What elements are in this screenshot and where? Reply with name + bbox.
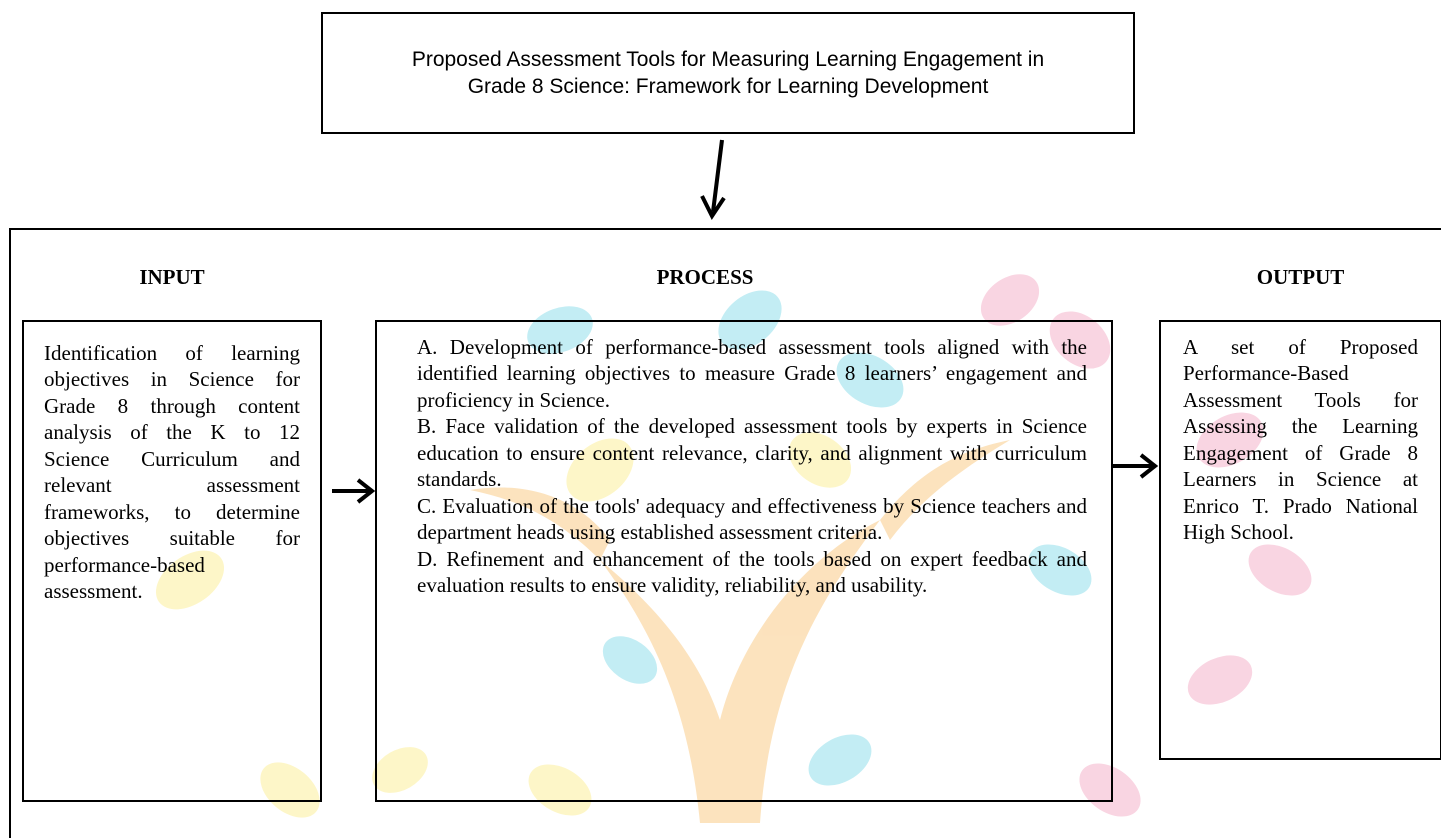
diagram-title: Proposed Assessment Tools for Measuring … <box>411 47 1045 98</box>
input-to-process-arrow <box>332 478 376 504</box>
output-heading: OUTPUT <box>1256 265 1345 289</box>
process-box: A. Development of performance-based asse… <box>375 320 1113 802</box>
watermark-leaf <box>260 762 320 818</box>
watermark-branch <box>880 440 1010 540</box>
watermark-branch <box>470 487 610 560</box>
watermark-leaf <box>1049 311 1111 369</box>
watermark-leaf <box>980 274 1040 326</box>
watermark-leaf <box>1079 763 1141 817</box>
watermark-leaf <box>372 747 428 793</box>
down-arrow <box>700 139 726 220</box>
input-heading: INPUT <box>139 265 205 289</box>
input-box: Identification of learning objectives in… <box>22 320 322 802</box>
watermark-leaf <box>528 764 592 816</box>
process-step-d: D. Refinement and enhancement of the too… <box>417 546 1087 598</box>
watermark-leaf <box>808 734 872 786</box>
output-box: A set of Proposed Performance-Based Asse… <box>1159 320 1441 760</box>
process-step-b: B. Face validation of the developed asse… <box>417 414 1087 492</box>
watermark-leaf <box>1187 655 1253 705</box>
process-to-output-arrow <box>1113 453 1159 479</box>
input-text: Identification of learning objectives in… <box>44 341 300 604</box>
watermark-leaf <box>836 352 904 408</box>
watermark-leaf <box>602 636 658 684</box>
watermark-leaf <box>1028 544 1092 596</box>
watermark-leaf <box>1196 412 1264 468</box>
process-step-a: A. Development of performance-based asse… <box>417 335 1087 412</box>
framework-frame <box>9 228 1441 838</box>
output-text: A set of Proposed Performance-Based Asse… <box>1183 335 1418 545</box>
watermark-leaf <box>788 432 852 488</box>
watermark-leaf <box>566 438 634 502</box>
process-heading: PROCESS <box>656 265 754 289</box>
process-step-c: C. Evaluation of the tools' adequacy and… <box>417 493 1087 545</box>
watermark-leaf <box>155 550 225 610</box>
diagram-title-box: Proposed Assessment Tools for Measuring … <box>321 12 1135 134</box>
watermark-leaf <box>1248 544 1312 596</box>
watermark-leaf <box>527 306 593 354</box>
watermark-trunk <box>600 520 880 823</box>
